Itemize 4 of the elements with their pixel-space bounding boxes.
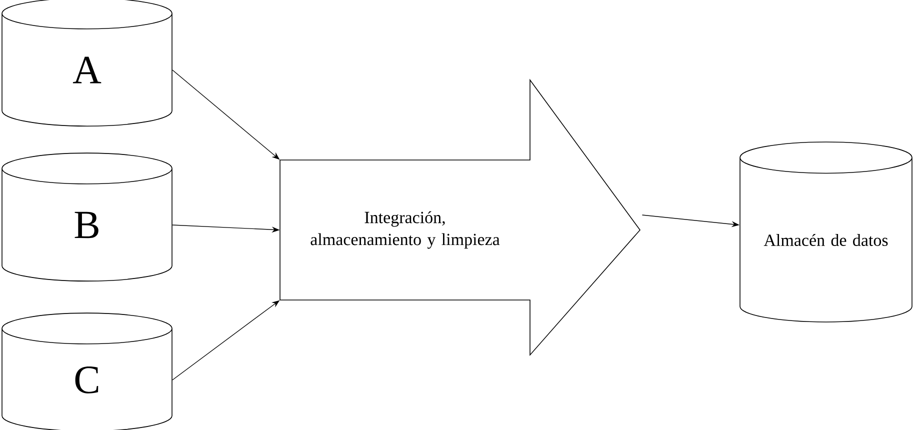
database-cylinder: Almacén de datos (740, 142, 912, 322)
database-cylinder: C (2, 312, 172, 430)
database-cylinder: A (2, 0, 172, 126)
database-cylinder: B (2, 152, 172, 282)
